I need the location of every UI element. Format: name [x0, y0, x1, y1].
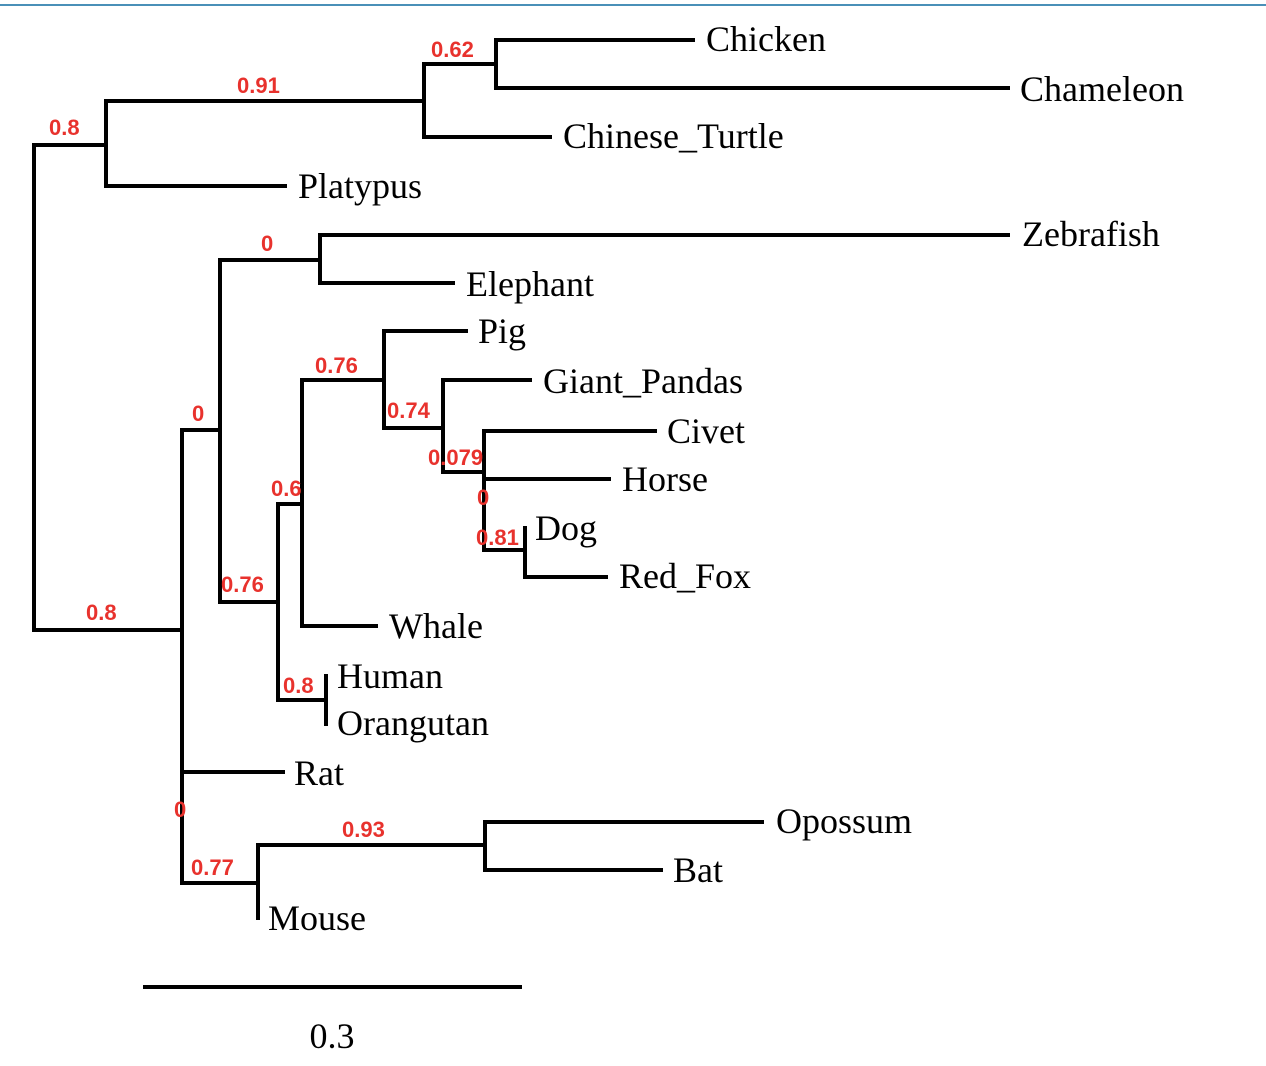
leaf-label: Elephant: [466, 264, 594, 304]
leaf-label: Giant_Pandas: [543, 361, 743, 401]
leaf-labels: Chicken Chameleon Chinese_Turtle Platypu…: [268, 19, 1184, 938]
support-label: 0.079: [428, 445, 483, 470]
leaf-label: Chinese_Turtle: [563, 116, 784, 156]
top-border-rule: [0, 4, 1266, 6]
support-label: 0: [174, 797, 186, 822]
leaf-label: Bat: [673, 850, 723, 890]
support-label: 0: [261, 231, 273, 256]
leaf-label: Whale: [389, 606, 483, 646]
leaf-label: Chameleon: [1020, 69, 1184, 109]
leaf-label: Orangutan: [337, 703, 489, 743]
support-label: 0.8: [86, 600, 117, 625]
leaf-label: Chicken: [706, 19, 826, 59]
support-label: 0.62: [431, 37, 474, 62]
support-label: 0.8: [283, 673, 314, 698]
support-label: 0.93: [342, 817, 385, 842]
support-label: 0.6: [271, 476, 302, 501]
scale-bar-label: 0.3: [310, 1016, 355, 1056]
support-label: 0.76: [315, 353, 358, 378]
leaf-label: Opossum: [776, 801, 912, 841]
support-label: 0.81: [476, 525, 519, 550]
support-label: 0.77: [191, 855, 234, 880]
leaf-label: Rat: [294, 753, 344, 793]
leaf-label: Red_Fox: [619, 556, 751, 596]
support-label: 0.8: [49, 115, 80, 140]
support-label: 0.91: [237, 73, 280, 98]
leaf-label: Horse: [622, 459, 708, 499]
leaf-label: Zebrafish: [1022, 214, 1160, 254]
support-label: 0: [477, 485, 489, 510]
leaf-label: Mouse: [268, 898, 366, 938]
leaf-label: Civet: [667, 411, 745, 451]
tree-branches: [32, 38, 1010, 989]
leaf-label: Dog: [535, 508, 597, 548]
support-labels: 0.62 0.91 0.8 0 0.76 0.74 0.079 0 0.81 0…: [49, 37, 519, 880]
leaf-label: Human: [337, 656, 443, 696]
leaf-label: Pig: [478, 311, 526, 351]
support-label: 0.76: [221, 572, 264, 597]
support-label: 0.74: [387, 398, 431, 423]
leaf-label: Platypus: [298, 166, 422, 206]
support-label: 0: [192, 401, 204, 426]
